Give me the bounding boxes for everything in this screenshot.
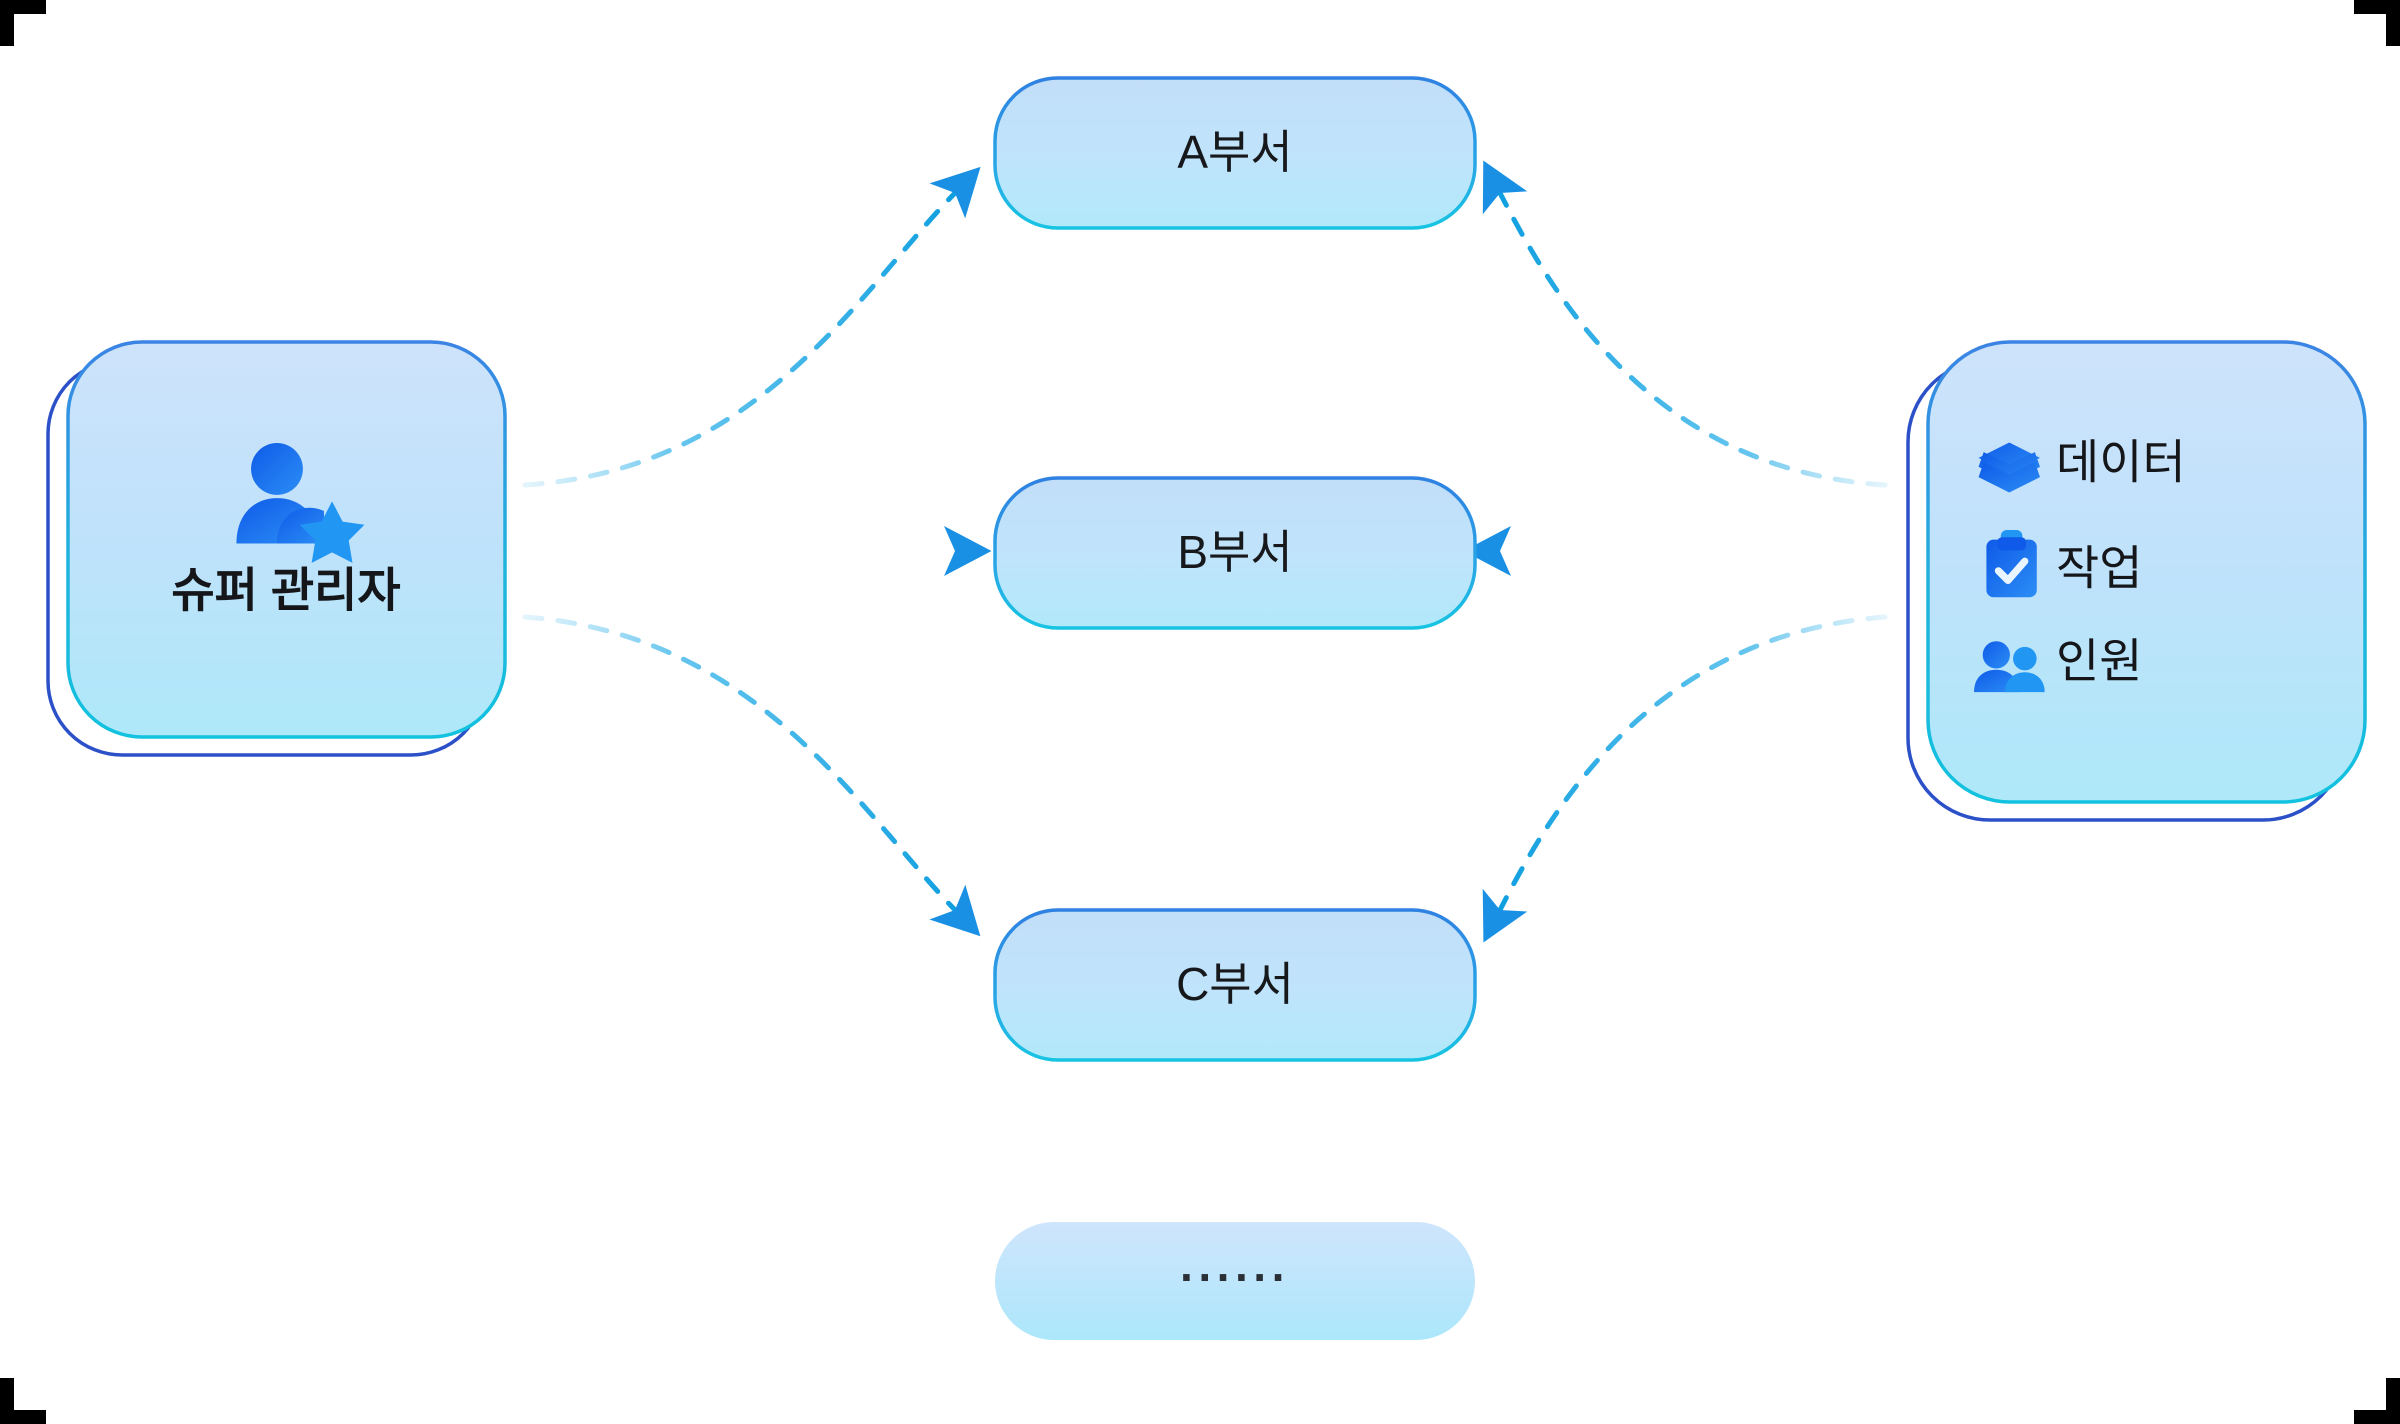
- dept-more-label: ······: [1180, 1251, 1290, 1303]
- user-star-icon: [236, 443, 365, 563]
- edge-super-admin-to-dept-c: [522, 614, 981, 937]
- capability-row-people[interactable]: 인원: [1974, 634, 2142, 693]
- edge-layer: [522, 160, 1888, 943]
- edge-super-admin-to-dept-a: [522, 166, 981, 488]
- super-admin-label: 슈퍼 관리자: [171, 563, 400, 616]
- dept-a-label: A부서: [1177, 126, 1292, 178]
- dept-a-shape: [993, 76, 1477, 230]
- dept-more-node[interactable]: ······: [995, 1222, 1475, 1340]
- capability-label-people: 인원: [2056, 634, 2142, 687]
- dept-b-shape: [993, 476, 1477, 630]
- layers-icon: [1978, 442, 2040, 493]
- dept-more-shape: [995, 1222, 1475, 1340]
- super-admin-card[interactable]: 슈퍼 관리자: [46, 340, 507, 757]
- dept-b-node[interactable]: B부서: [993, 476, 1477, 630]
- people-icon: [1974, 641, 2045, 693]
- capability-label-task: 작업: [2056, 541, 2142, 594]
- edge-resources-to-dept-a: [1482, 160, 1888, 488]
- dept-b-label: B부서: [1177, 526, 1292, 578]
- capability-label-data: 데이터: [2056, 435, 2186, 488]
- dept-c-shape: [993, 908, 1477, 1062]
- capability-row-task[interactable]: 작업: [1986, 530, 2142, 598]
- capability-row-data[interactable]: 데이터: [1978, 435, 2186, 493]
- resources-card[interactable]: 데이터 작업 인원: [1906, 340, 2367, 822]
- dept-c-label: C부서: [1176, 958, 1294, 1010]
- dept-c-node[interactable]: C부서: [993, 908, 1477, 1062]
- clipboard-check-icon: [1986, 530, 2037, 598]
- dept-a-node[interactable]: A부서: [993, 76, 1477, 230]
- edge-resources-to-dept-c: [1482, 614, 1888, 943]
